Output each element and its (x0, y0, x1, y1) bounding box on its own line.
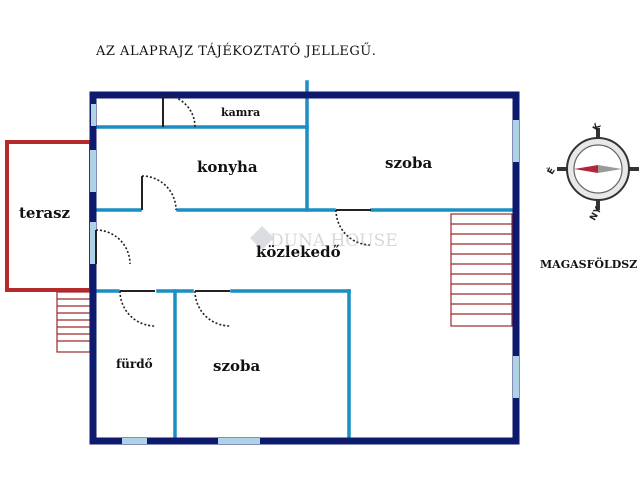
stairs-left (56, 291, 91, 353)
window-bottom-left (122, 438, 147, 444)
watermark-text: DUNA HOUSE (270, 231, 398, 251)
doors (95, 94, 372, 327)
disclaimer-note: AZ ALAPRAJZ TÁJÉKOZTATÓ JELLEGŰ. (96, 44, 377, 59)
window-left-mid (90, 150, 96, 192)
room-label-furdo: fürdő (116, 357, 153, 371)
watermark: DUNA HOUSE (250, 226, 398, 251)
window-right-bottom (513, 356, 519, 398)
compass-label-k: K (591, 121, 604, 133)
window-left-low (90, 222, 96, 264)
room-label-szoba-bottom: szoba (213, 357, 260, 375)
room-label-szoba-top: szoba (385, 154, 432, 172)
compass-needle-west (574, 165, 598, 173)
floor-label: MAGASFÖLDSZ (540, 257, 637, 271)
stairs-right (450, 213, 513, 327)
outer-walls (89, 91, 520, 445)
compass-needle-east (598, 165, 622, 173)
window-top-left (91, 104, 96, 126)
compass-label-e: É (544, 165, 557, 176)
inner-walls (94, 80, 514, 440)
window-right-top (513, 120, 519, 162)
compass-label-ny: NY (588, 205, 604, 223)
room-label-konyha: konyha (197, 158, 258, 176)
compass-icon: K NY É (544, 121, 639, 223)
windows (90, 104, 519, 444)
room-label-terasz: terasz (19, 204, 71, 222)
room-label-kamra: kamra (221, 106, 260, 119)
window-bottom-mid (218, 438, 260, 444)
room-label-kozlekedo: közlekedő (256, 243, 341, 261)
